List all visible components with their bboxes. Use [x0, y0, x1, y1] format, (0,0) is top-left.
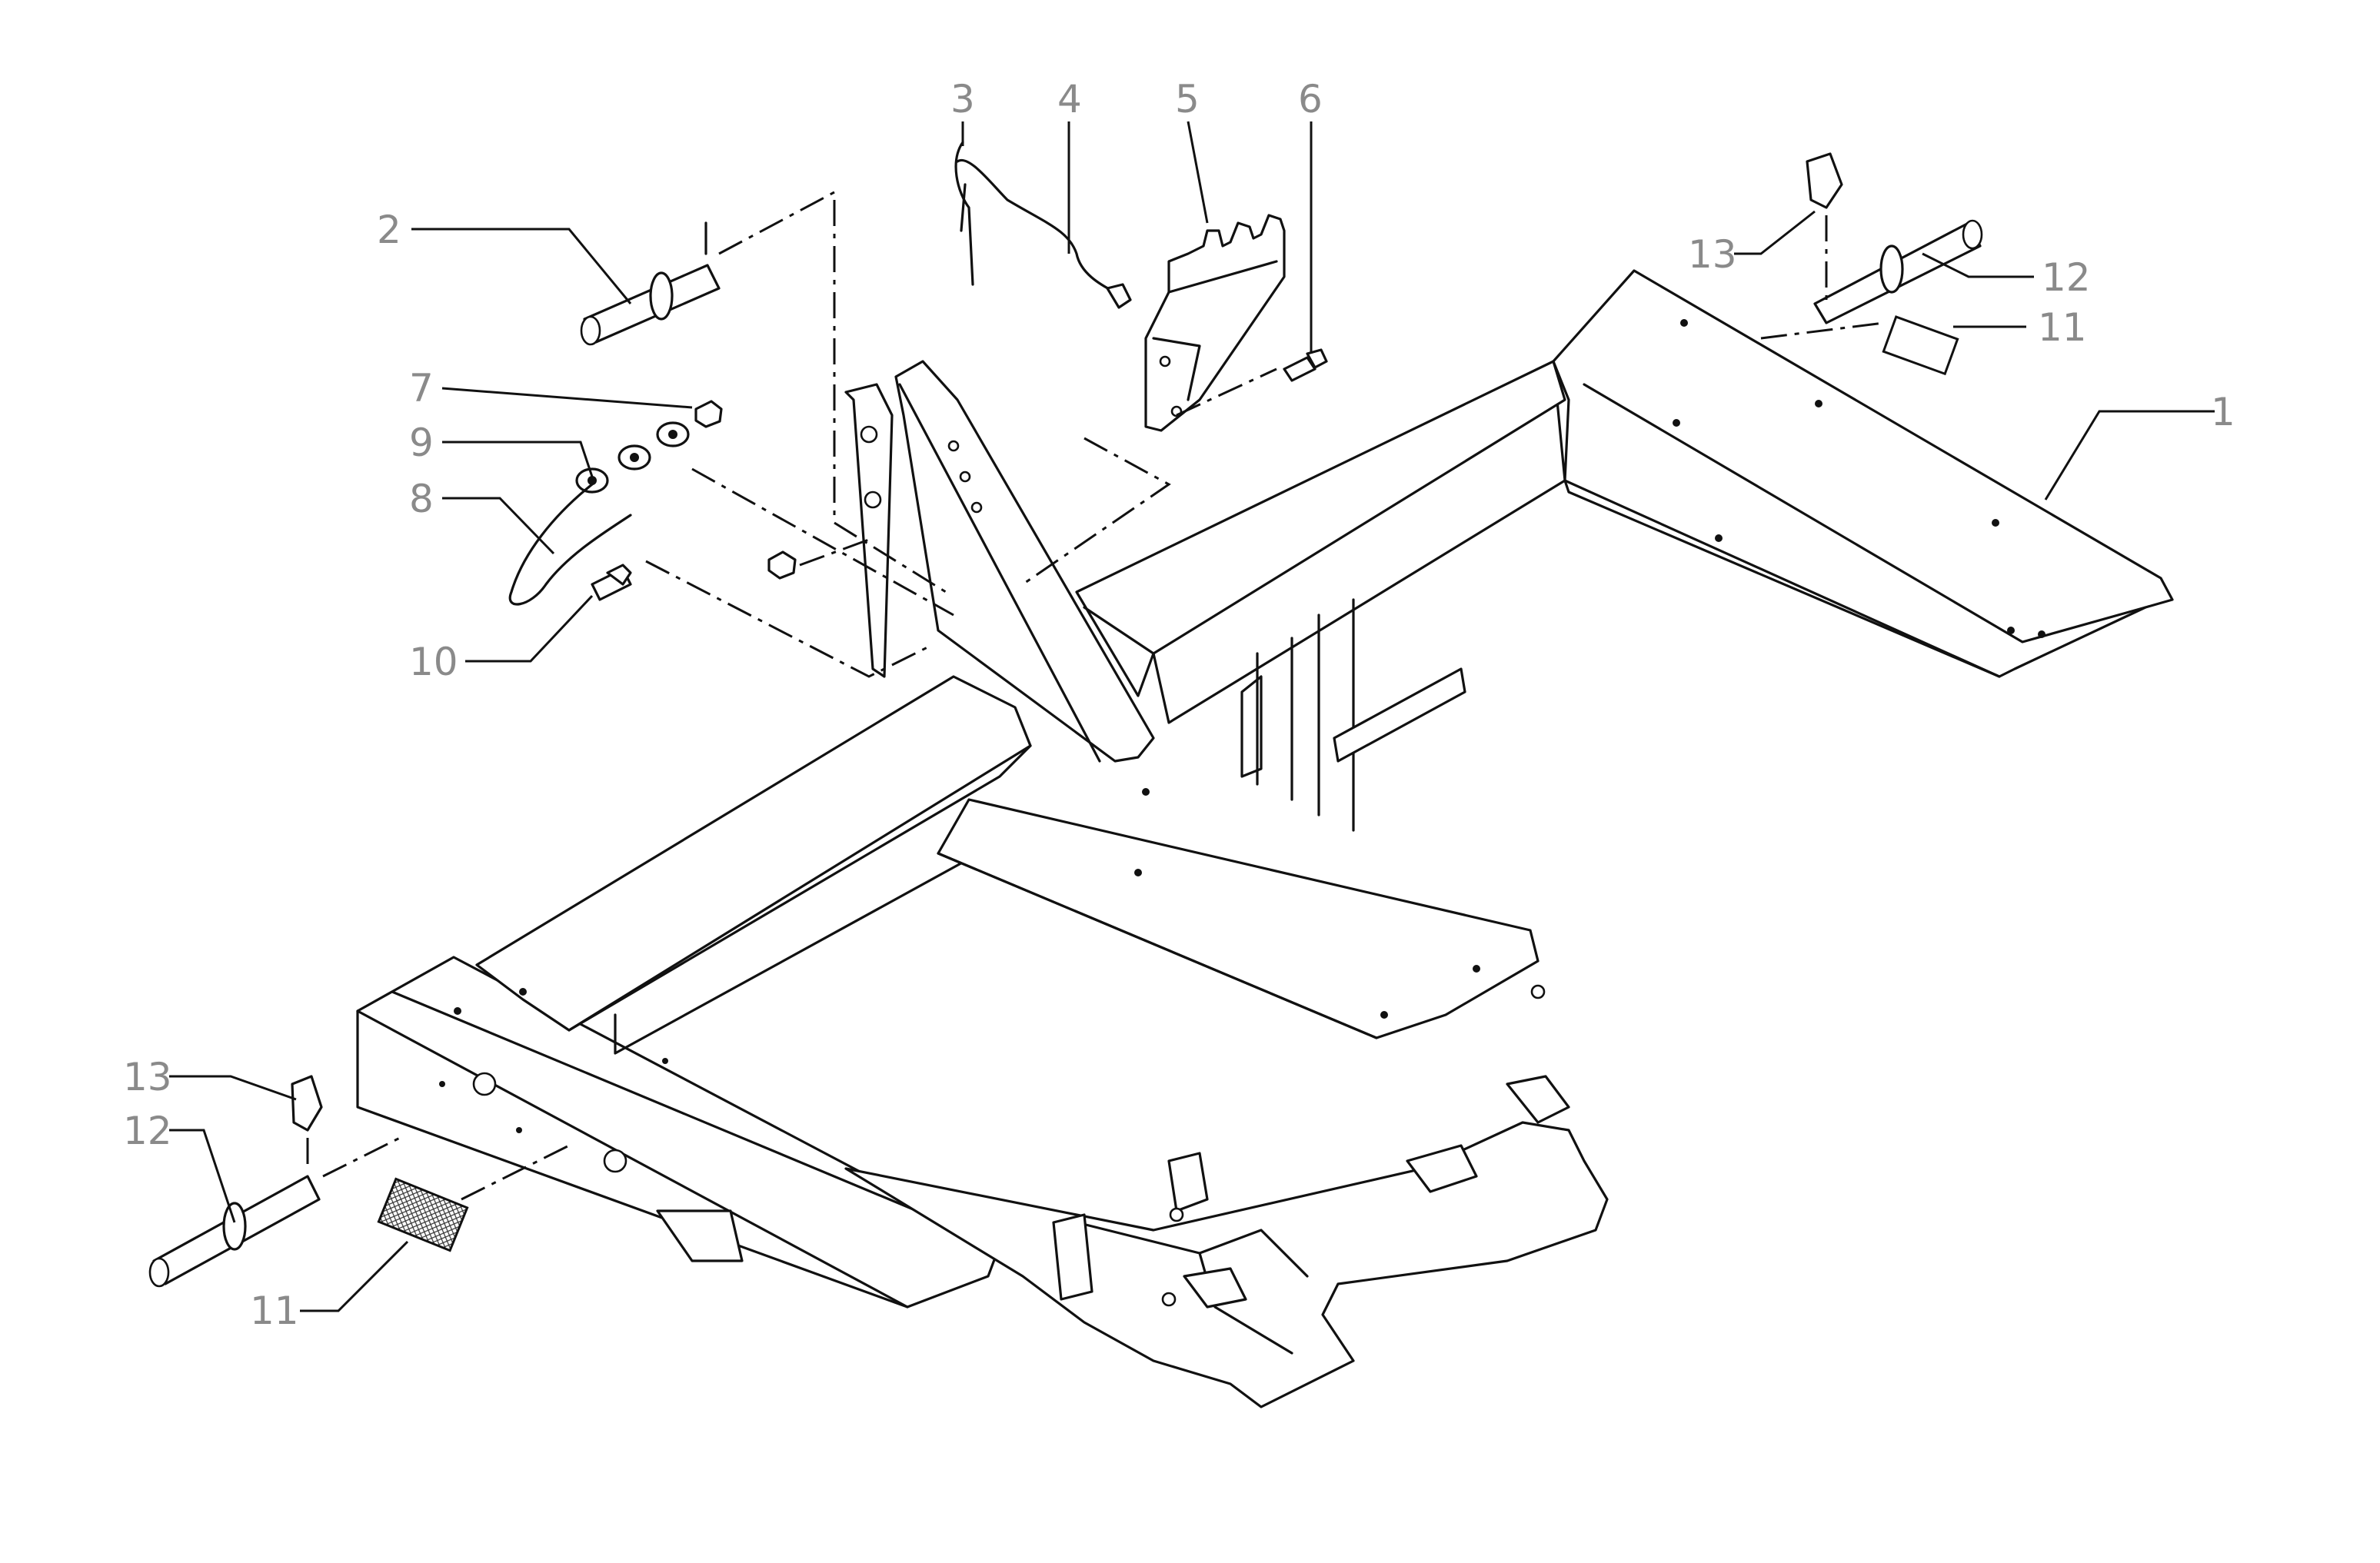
- callout-8: 8: [409, 477, 434, 521]
- screw-part-6: [1283, 348, 1328, 382]
- callout-1: 1: [2211, 390, 2235, 434]
- nut-center: [767, 550, 797, 580]
- callout-3: 3: [950, 77, 975, 121]
- callout-13-right: 13: [1688, 232, 1737, 277]
- pin-part-12-right: [1813, 219, 1983, 324]
- bolt-part-10: [591, 564, 632, 601]
- callout-11-right: 11: [2038, 305, 2087, 350]
- nut-part-7: [694, 400, 723, 428]
- pin-part-2: [580, 221, 721, 346]
- bracket-part-5: [1144, 214, 1286, 432]
- callout-11-left: 11: [250, 1289, 299, 1333]
- callout-6: 6: [1298, 77, 1323, 121]
- pin-part-12-left: [148, 1175, 321, 1288]
- reflector-part-11-right: [1882, 315, 1959, 376]
- callout-4: 4: [1057, 77, 1082, 121]
- callout-9: 9: [409, 421, 434, 465]
- main-frame: [356, 269, 2174, 1408]
- leader-lines: [169, 121, 2215, 1312]
- callout-2: 2: [377, 208, 401, 252]
- cable-pin-part-3-4: [954, 141, 1132, 309]
- assembly-lines: [306, 190, 1885, 1201]
- lanyard-part-8: [508, 483, 632, 606]
- clip-part-13-right: [1806, 152, 1843, 209]
- reflector-part-11-left: [377, 1177, 469, 1252]
- callout-5: 5: [1175, 77, 1200, 121]
- clip-part-13-left: [291, 1075, 323, 1132]
- callout-7: 7: [409, 366, 434, 411]
- callout-10: 10: [409, 640, 458, 684]
- callout-13-left: 13: [123, 1055, 172, 1099]
- callout-12-right: 12: [2042, 255, 2091, 300]
- callouts: 1 2 3 4 5 6 7 8 9 10 11 11 12 12 13 13: [123, 77, 2235, 1333]
- washers-part-9: [575, 421, 690, 494]
- callout-12-left: 12: [123, 1109, 172, 1153]
